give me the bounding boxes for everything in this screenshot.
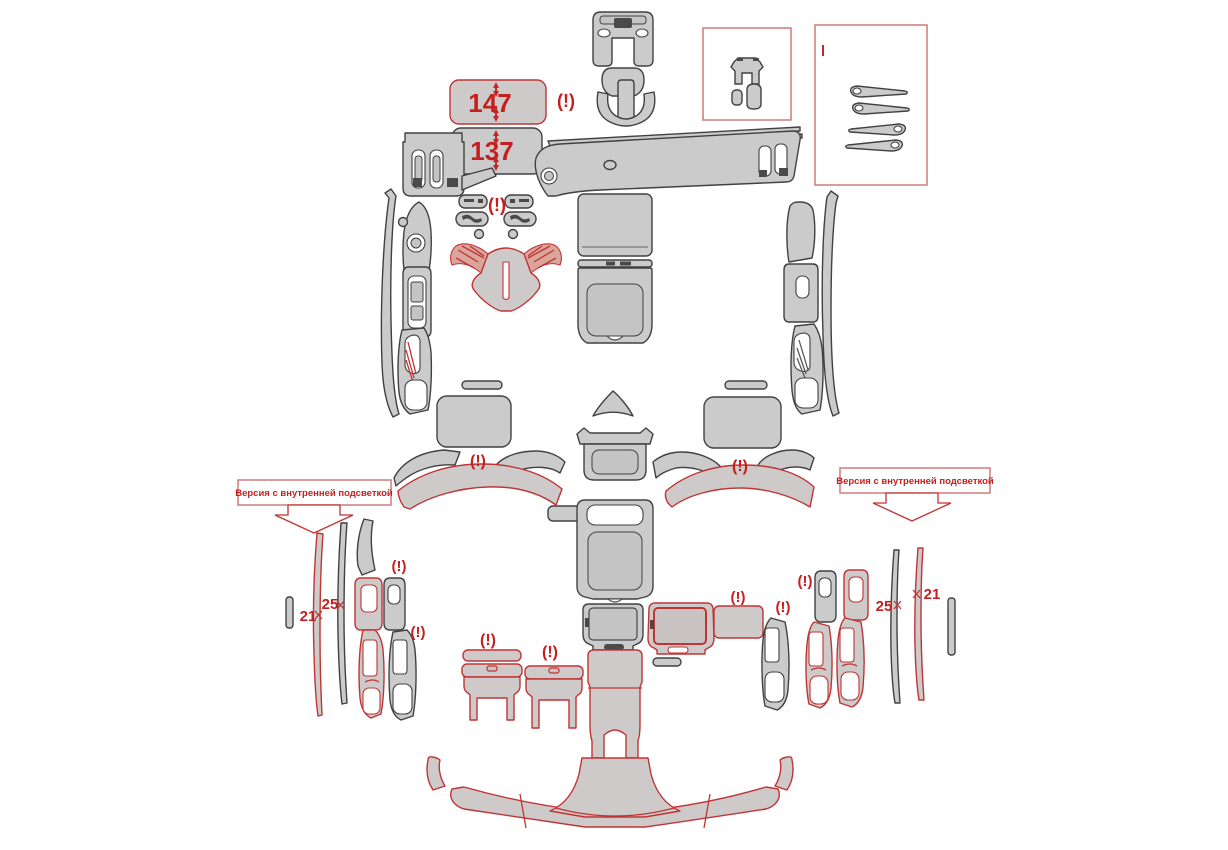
door-blade-strips-box [814, 24, 928, 186]
illumination-note-label: Версия с внутренней подсветкой [836, 476, 994, 487]
rear-screen-red-part [647, 602, 715, 655]
sill-strip-red-21-right [914, 547, 925, 701]
right-armrest-curves [652, 449, 815, 508]
rear-panel-part [436, 395, 512, 448]
width-21-label: 21 [924, 586, 941, 603]
tunnel-trim-part [587, 649, 643, 759]
down-arrow [872, 492, 952, 522]
dimension-part-147: 147 [449, 79, 547, 125]
warning-label: (!) [392, 558, 407, 575]
dim-arrow-down [493, 156, 499, 171]
mirror-mount-part [601, 67, 645, 121]
dim-arrow-up [493, 130, 499, 145]
width-marker [336, 600, 345, 610]
illumination-note-label: Версия с внутренней подсветкой [235, 488, 393, 499]
illumination-note-right: Версия с внутренней подсветкой [836, 467, 994, 522]
right-door-pull-red-1 [805, 621, 833, 709]
floor-hook-left [426, 756, 446, 791]
dim-137-label: 137 [470, 136, 513, 166]
small-trim-strip [652, 657, 682, 667]
folding-table-part-2 [524, 665, 584, 729]
center-console-lower-part [577, 267, 653, 344]
rear-tray-part [713, 605, 764, 639]
warning-label: (!) [411, 624, 426, 641]
warning-label: (!) [542, 644, 558, 661]
warning-label: (!) [488, 195, 506, 215]
right-door-upper-trim [783, 201, 819, 323]
right-a-pillar-strip [821, 190, 840, 417]
dim-arrow-down [493, 107, 499, 122]
left-window-panel-red [354, 577, 383, 631]
left-window-panel-gray [383, 577, 406, 631]
left-door-pull-gray [388, 629, 417, 721]
right-window-panel-red [843, 569, 869, 621]
mirror-base-part [596, 91, 656, 127]
sill-strip-small [947, 597, 956, 656]
overhead-console-part [592, 11, 654, 67]
blade-strip [851, 102, 910, 115]
center-console-separator [577, 259, 653, 268]
warning-label: (!) [470, 453, 486, 470]
blade-strip [848, 123, 907, 136]
width-25-label: 25 [322, 596, 339, 613]
rear-trim-strip [724, 380, 768, 390]
floor-hook-right [774, 756, 794, 791]
blade-strip [845, 139, 904, 152]
driver-vent-cluster-part [402, 132, 497, 197]
left-door-pull-trim [397, 327, 433, 415]
dim-147-label: 147 [468, 88, 511, 118]
sill-strip-gray-25-left [337, 522, 348, 705]
sill-strip-gray-25-right [890, 549, 901, 704]
steering-button-trims [455, 194, 537, 240]
steering-wheel-trim [450, 243, 562, 312]
rear-vent-console-part [576, 427, 654, 481]
warning-label: (!) [480, 632, 496, 649]
down-arrow [274, 504, 354, 534]
sill-strip-small [285, 596, 294, 629]
dimension-part-137: 137 [451, 127, 543, 175]
rear-console-part [576, 499, 654, 603]
dim-arrow-up [493, 82, 499, 97]
illumination-note-left: Версия с внутренней подсветкой [235, 479, 393, 534]
warning-label: (!) [731, 589, 746, 606]
rear-trim-strip [461, 380, 503, 390]
warning-label: (!) [732, 458, 748, 475]
door-clip-part [397, 216, 409, 228]
left-window-switch-panel [402, 266, 432, 338]
sill-strip-red-21-left [312, 532, 324, 717]
right-window-panel-gray [814, 570, 837, 623]
left-door-pull-red [358, 629, 385, 719]
warning-label: (!) [798, 573, 813, 590]
left-b-pillar-wedge [356, 518, 376, 576]
blade-strip [849, 85, 908, 98]
small-parts-group-box [702, 27, 792, 121]
width-marker [314, 610, 323, 620]
width-marker [912, 589, 921, 599]
left-a-pillar-strip [380, 188, 400, 418]
rear-screen-gray-part [582, 603, 644, 651]
right-door-pull-red-2 [836, 617, 865, 708]
dashboard-part [534, 126, 803, 197]
warning-label: (!) [776, 599, 791, 616]
floor-smile-trim [450, 757, 780, 829]
width-marker [893, 600, 902, 610]
width-25-label: 25 [876, 598, 893, 615]
right-door-pull-gray [761, 617, 790, 711]
center-console-screen-part [577, 193, 653, 257]
triangle-trim-part [592, 390, 634, 417]
warning-label: (!) [557, 91, 575, 111]
right-door-pull-trim [790, 323, 824, 415]
folding-table-part-1 [461, 649, 523, 721]
rear-panel-part [703, 396, 782, 449]
width-21-label: 21 [300, 608, 317, 625]
left-armrest-curves [393, 449, 566, 510]
